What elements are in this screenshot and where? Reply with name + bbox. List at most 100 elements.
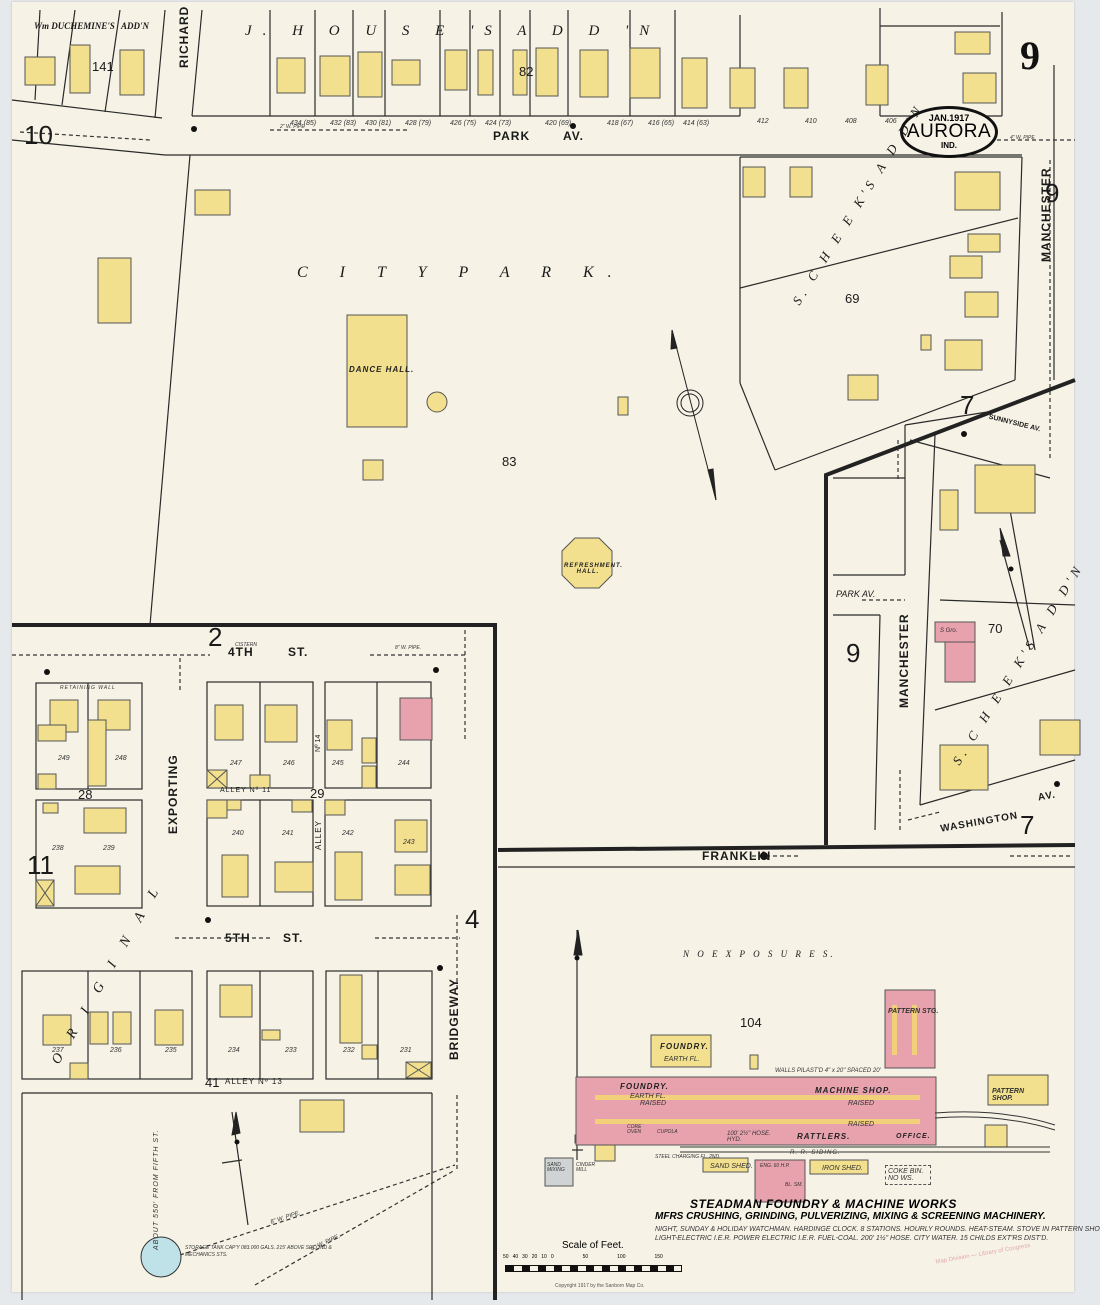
building-coke-bin: COKE BIN. NO WS. — [885, 1165, 931, 1185]
building-foundry-main: FOUNDRY. — [620, 1082, 669, 1091]
adjoining-sheet-7-lower: 7 — [1020, 810, 1035, 840]
lot-247: 247 — [230, 760, 242, 767]
steel-charging-note: STEEL CHARGING FL. 2ND. — [655, 1154, 721, 1160]
scale-ticks: 50 40 30 20 10 0 50 100 150 — [503, 1254, 703, 1260]
house-number: 432 (83) — [330, 120, 357, 127]
lot-237: 237 — [52, 1047, 64, 1054]
water-pipe-4-park: 4" W. PIPE — [1010, 135, 1035, 141]
house-number: 418 (67) — [607, 120, 634, 127]
scale-tick: 50 — [503, 1254, 509, 1260]
scale-tick: 100 — [617, 1254, 626, 1260]
street-park-av-lower: PARK AV. — [836, 589, 876, 599]
scale-title: Scale of Feet. — [562, 1240, 624, 1251]
block-104: 104 — [740, 1015, 762, 1030]
building-foundry-small: FOUNDRY. — [660, 1042, 709, 1051]
building-core-oven: CORE OVEN — [627, 1124, 642, 1135]
hose-note: 100' 2½" HOSE. HYD. — [727, 1131, 771, 1143]
lot-240: 240 — [232, 830, 244, 837]
addition-duchemine-addn: ADD'N — [121, 21, 150, 31]
street-4th: 4TH — [228, 645, 254, 659]
lot-234: 234 — [228, 1047, 240, 1054]
addition-j-house: J. H O U S E 'S A D D 'N — [245, 23, 661, 39]
alley-14-no: Nº 14 — [315, 734, 322, 752]
alley-13: ALLEY Nº 13 — [225, 1077, 283, 1086]
scale-tick: 10 — [541, 1254, 547, 1260]
lot-248: 248 — [115, 755, 127, 762]
water-pipe-2-park: 2" W. PIPE — [280, 124, 305, 130]
lot-244: 244 — [398, 760, 410, 767]
adjoining-sheet-10: 10 — [24, 120, 53, 150]
street-5th: 5TH — [225, 931, 251, 945]
scale-tick: 150 — [654, 1254, 663, 1260]
street-bridgeway: BRIDGEWAY — [447, 978, 461, 1060]
building-dance-hall: DANCE HALL. — [349, 365, 415, 374]
engine-room-label: ENG. 60 H.P. — [760, 1163, 790, 1169]
raised-floor-label-2: RAISED — [848, 1100, 875, 1107]
building-iron-shed: IRON SHED. — [822, 1165, 863, 1172]
scale-tick: 50 — [582, 1254, 589, 1260]
cistern-label: CISTERN — [235, 642, 257, 648]
water-pipe-8-4th: 8" W. PIPE. — [395, 645, 422, 651]
scale-tick: 40 — [512, 1254, 519, 1260]
adjoining-sheet-9-upper: 9 — [1045, 178, 1060, 208]
building-rattlers: RATTLERS. — [797, 1132, 851, 1141]
building-cinder-mill: CINDER MILL — [576, 1162, 596, 1173]
adjoining-sheet-2: 2 — [208, 622, 223, 652]
street-richard: RICHARD — [177, 5, 191, 68]
house-number: 408 — [845, 118, 857, 125]
building-cupola: CUPOLA — [657, 1129, 678, 1135]
lot-241: 241 — [282, 830, 294, 837]
adjoining-sheet-9-lower: 9 — [846, 638, 861, 668]
foundry-subtitle: MFRS CRUSHING, GRINDING, PULVERIZING, MI… — [655, 1211, 1046, 1222]
building-office: OFFICE. — [896, 1133, 931, 1140]
sheet-date: JAN.1917 — [928, 113, 970, 123]
sheet-number: 9 — [1020, 33, 1040, 78]
block-69: 69 — [845, 291, 860, 306]
street-park-av: PARK — [493, 129, 531, 143]
house-number: 406 — [885, 118, 897, 125]
fifth-st-distance-note: ABOUT 550' FROM FIFTH ST. — [153, 1129, 160, 1250]
no-exposures-note: N O E X P O S U R E S. — [683, 949, 836, 959]
lot-239: 239 — [103, 845, 115, 852]
house-number: 414 (63) — [683, 120, 710, 127]
scale-tick: 0 — [550, 1254, 554, 1260]
lot-232: 232 — [343, 1047, 355, 1054]
building-pattern-shop: PATTERN SHOP. — [992, 1088, 1025, 1102]
addition-duchemine: Wm DUCHEMINE'S — [34, 21, 115, 31]
lot-233: 233 — [285, 1047, 297, 1054]
city-title-badge: JAN.1917 AURORA IND. — [900, 106, 998, 158]
block-82: 82 — [519, 64, 534, 79]
house-number: 416 (65) — [648, 120, 675, 127]
building-foundry-main-floor: EARTH FL. — [630, 1093, 666, 1100]
house-number: 430 (81) — [365, 120, 392, 127]
lot-242: 242 — [342, 830, 354, 837]
building-pattern-storage: PATTERN STG. — [888, 1008, 939, 1015]
storage-tank-note: STORAGE TANK CAP'Y 083.000 GALS. 215' AB… — [185, 1245, 332, 1258]
store-grocery-label: S Gro. — [940, 628, 958, 634]
lot-245: 245 — [332, 760, 344, 767]
state-name: IND. — [941, 141, 957, 150]
lot-236: 236 — [110, 1047, 122, 1054]
building-sand-shed: SAND SHED. — [710, 1163, 753, 1170]
house-number: 412 — [757, 118, 769, 125]
street-franklin: FRANKLIN — [702, 849, 772, 863]
block-83: 83 — [502, 454, 517, 469]
block-29: 29 — [310, 786, 325, 801]
house-number: 424 (73) — [485, 120, 512, 127]
house-number: 426 (75) — [450, 120, 477, 127]
foundry-title: STEADMAN FOUNDRY & MACHINE WORKS — [690, 1197, 957, 1211]
building-foundry-small-floor: EARTH FL. — [664, 1056, 700, 1063]
building-refreshment-hall: REFRESHMENT. HALL. — [564, 563, 623, 575]
street-5th-st: ST. — [283, 931, 304, 945]
foundry-notes: NIGHT, SUNDAY & HOLIDAY WATCHMAN. HARDIN… — [655, 1226, 1100, 1242]
blacksmith-label: BL. SM. — [785, 1182, 803, 1188]
retaining-wall-label: RETAINING WALL — [60, 685, 116, 691]
raised-floor-label-1: RAISED — [640, 1100, 667, 1107]
block-28: 28 — [78, 787, 93, 802]
raised-floor-label-3: RAISED — [848, 1121, 875, 1128]
house-number: 420 (69) — [545, 120, 572, 127]
street-park-av-suffix: AV. — [563, 129, 585, 143]
alley-14: ALLEY — [314, 820, 323, 850]
lot-235: 235 — [165, 1047, 177, 1054]
